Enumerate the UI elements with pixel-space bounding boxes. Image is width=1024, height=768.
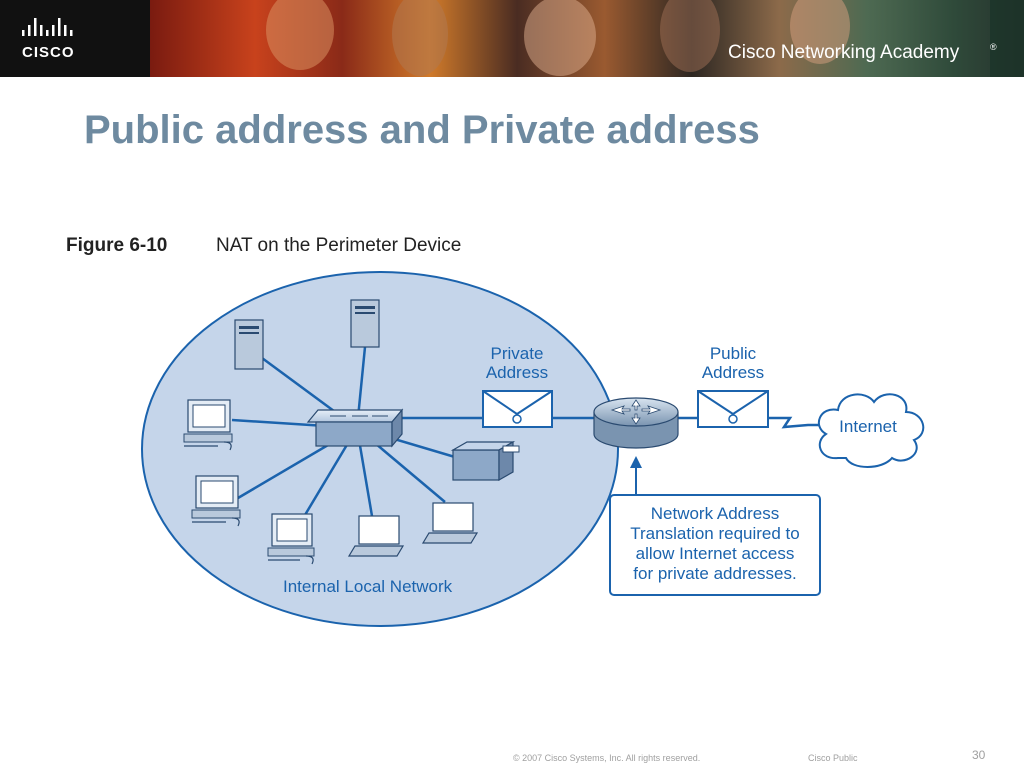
page-number: 30 — [972, 748, 986, 762]
figure-number: Figure 6-10 — [66, 235, 167, 256]
private-address-label-line2: Address — [486, 363, 548, 382]
registered-mark: ® — [990, 42, 997, 52]
internal-network-label: Internal Local Network — [283, 577, 453, 596]
private-address-label-line1: Private — [491, 344, 544, 363]
public-address-label-line2: Address — [702, 363, 764, 382]
nat-diagram: Figure 6-10 NAT on the Perimeter Device — [66, 235, 925, 627]
internet-label: Internet — [839, 417, 897, 436]
banner-face-1 — [266, 0, 334, 70]
banner-graphic: CISCO Cisco Networking Academy ® — [0, 0, 1024, 77]
nat-note-box — [609, 494, 821, 596]
link-to-internet — [768, 416, 822, 429]
nat-note-line: for private addresses. — [633, 564, 796, 583]
server-icon — [350, 299, 380, 348]
switch-icon — [306, 408, 404, 448]
footer-classification: Cisco Public — [808, 753, 858, 763]
laptop-icon — [421, 502, 479, 544]
printer-icon — [450, 440, 520, 482]
public-envelope-icon — [697, 390, 769, 428]
slide-title: Public address and Private address — [84, 108, 760, 152]
private-envelope-icon — [482, 390, 553, 428]
banner-face-5 — [790, 0, 850, 64]
banner-face-2 — [392, 0, 448, 76]
desktop-computer-icon — [183, 399, 233, 451]
public-address-label-line1: Public — [710, 344, 757, 363]
laptop-icon — [347, 515, 405, 557]
cisco-bars-icon — [22, 18, 73, 36]
router-icon — [593, 397, 679, 449]
desktop-computer-icon — [267, 513, 315, 565]
arrow-to-router — [630, 456, 642, 495]
figure-caption: NAT on the Perimeter Device — [216, 235, 461, 256]
cisco-logo-text: CISCO — [22, 44, 75, 61]
nat-note-line: Network Address — [651, 504, 780, 523]
nat-figure: Figure 6-10 NAT on the Perimeter Device — [0, 220, 1024, 630]
nat-note-line: Translation required to — [630, 524, 799, 543]
desktop-computer-icon — [191, 475, 241, 527]
banner-face-3 — [524, 0, 596, 76]
server-icon — [234, 319, 264, 370]
banner-face-4 — [660, 0, 720, 72]
internal-network-area — [141, 271, 619, 627]
academy-title: Cisco Networking Academy — [728, 42, 960, 63]
header-banner: CISCO Cisco Networking Academy ® — [0, 0, 1024, 77]
nat-note-line: allow Internet access — [636, 544, 795, 563]
footer-copyright: © 2007 Cisco Systems, Inc. All rights re… — [513, 753, 701, 763]
internet-cloud-icon — [817, 393, 925, 468]
